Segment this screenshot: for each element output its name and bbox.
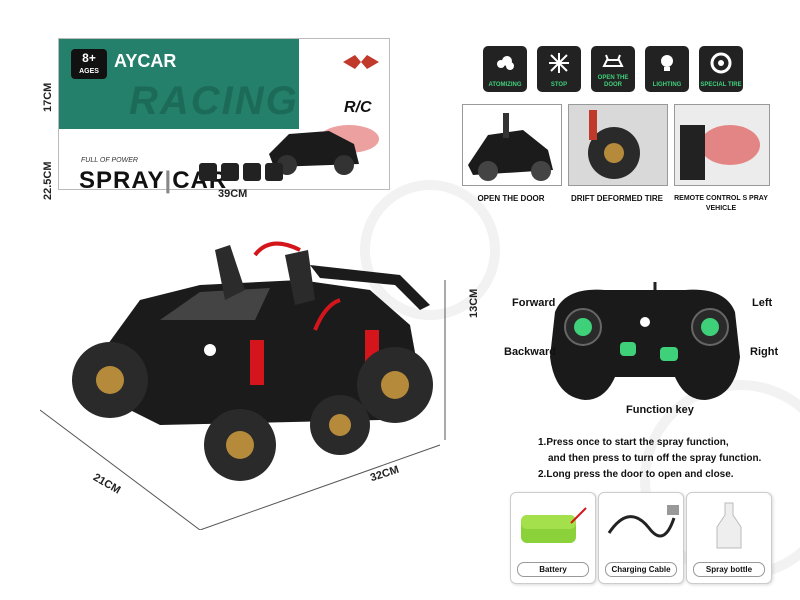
box-teal-panel: RACING 8+ AGES AYCAR [59, 39, 299, 129]
usb-cable-icon [607, 505, 679, 538]
photo-caption-spray: REMOTE CONTROL S PRAY VEHICLE [674, 195, 768, 212]
arrows-icon [549, 53, 569, 73]
function-key-label: Function key [626, 404, 694, 416]
box-depth-label: 22.5CM [42, 161, 54, 200]
backward-label: Backward [504, 346, 556, 358]
box-car-image [259, 109, 379, 179]
box-title: SPRAY|CAR [79, 167, 226, 194]
feature-special-tire: SPECIAL TIRE [699, 46, 743, 92]
box-watermark: RACING [129, 79, 299, 123]
box-feature-icons [199, 163, 283, 181]
feature-atomizing: ATOMIZING [483, 46, 527, 92]
photo-caption-drift-tire: DRIFT DEFORMED TIRE [571, 194, 663, 203]
photo-open-door [462, 104, 562, 186]
feature-lighting: LIGHTING [645, 46, 689, 92]
box-title-top: AYCAR [114, 51, 177, 71]
battery-icon [521, 507, 587, 543]
feature-stop: STOP [537, 46, 581, 92]
smoke-icon [497, 56, 514, 70]
remote-controller [545, 232, 745, 412]
photo-spray [674, 104, 770, 186]
forward-label: Forward [512, 297, 556, 309]
product-box: RACING 8+ AGES AYCAR R/C FULL OF POWER S… [58, 30, 398, 194]
box-height-label: 17CM [42, 82, 54, 112]
car-door-icon [602, 54, 624, 67]
rc-logo: R/C [344, 99, 372, 116]
instruction-line-3: 2.Long press the door to open and close. [538, 469, 734, 480]
accessory-cable: Charging Cable [598, 492, 684, 584]
accessory-battery: Battery [510, 492, 596, 584]
car-height-label: 13CM [468, 288, 480, 318]
accessory-bottle: Spray bottle [686, 492, 772, 584]
background-swirl [360, 180, 500, 320]
tire-icon [710, 52, 732, 74]
age-badge: 8+ AGES [71, 49, 107, 79]
right-label: Right [750, 346, 779, 358]
feature-open-door: OPEN THE DOOR [591, 46, 635, 92]
box-power-text: FULL OF POWER [81, 157, 138, 164]
instruction-line-1: 1.Press once to start the spray function… [538, 437, 729, 448]
photo-caption-open-door: OPEN THE DOOR [477, 194, 545, 203]
bottle-icon [716, 502, 742, 549]
main-car-image [39, 230, 460, 531]
photo-drift-tire [568, 104, 668, 186]
bulb-icon [661, 55, 673, 71]
box-width-label: 39CM [218, 188, 248, 200]
left-label: Left [752, 297, 773, 309]
brand-logo [339, 51, 383, 81]
instruction-line-2: and then press to turn off the spray fun… [548, 453, 762, 464]
box-front: RACING 8+ AGES AYCAR R/C FULL OF POWER S… [58, 38, 390, 194]
